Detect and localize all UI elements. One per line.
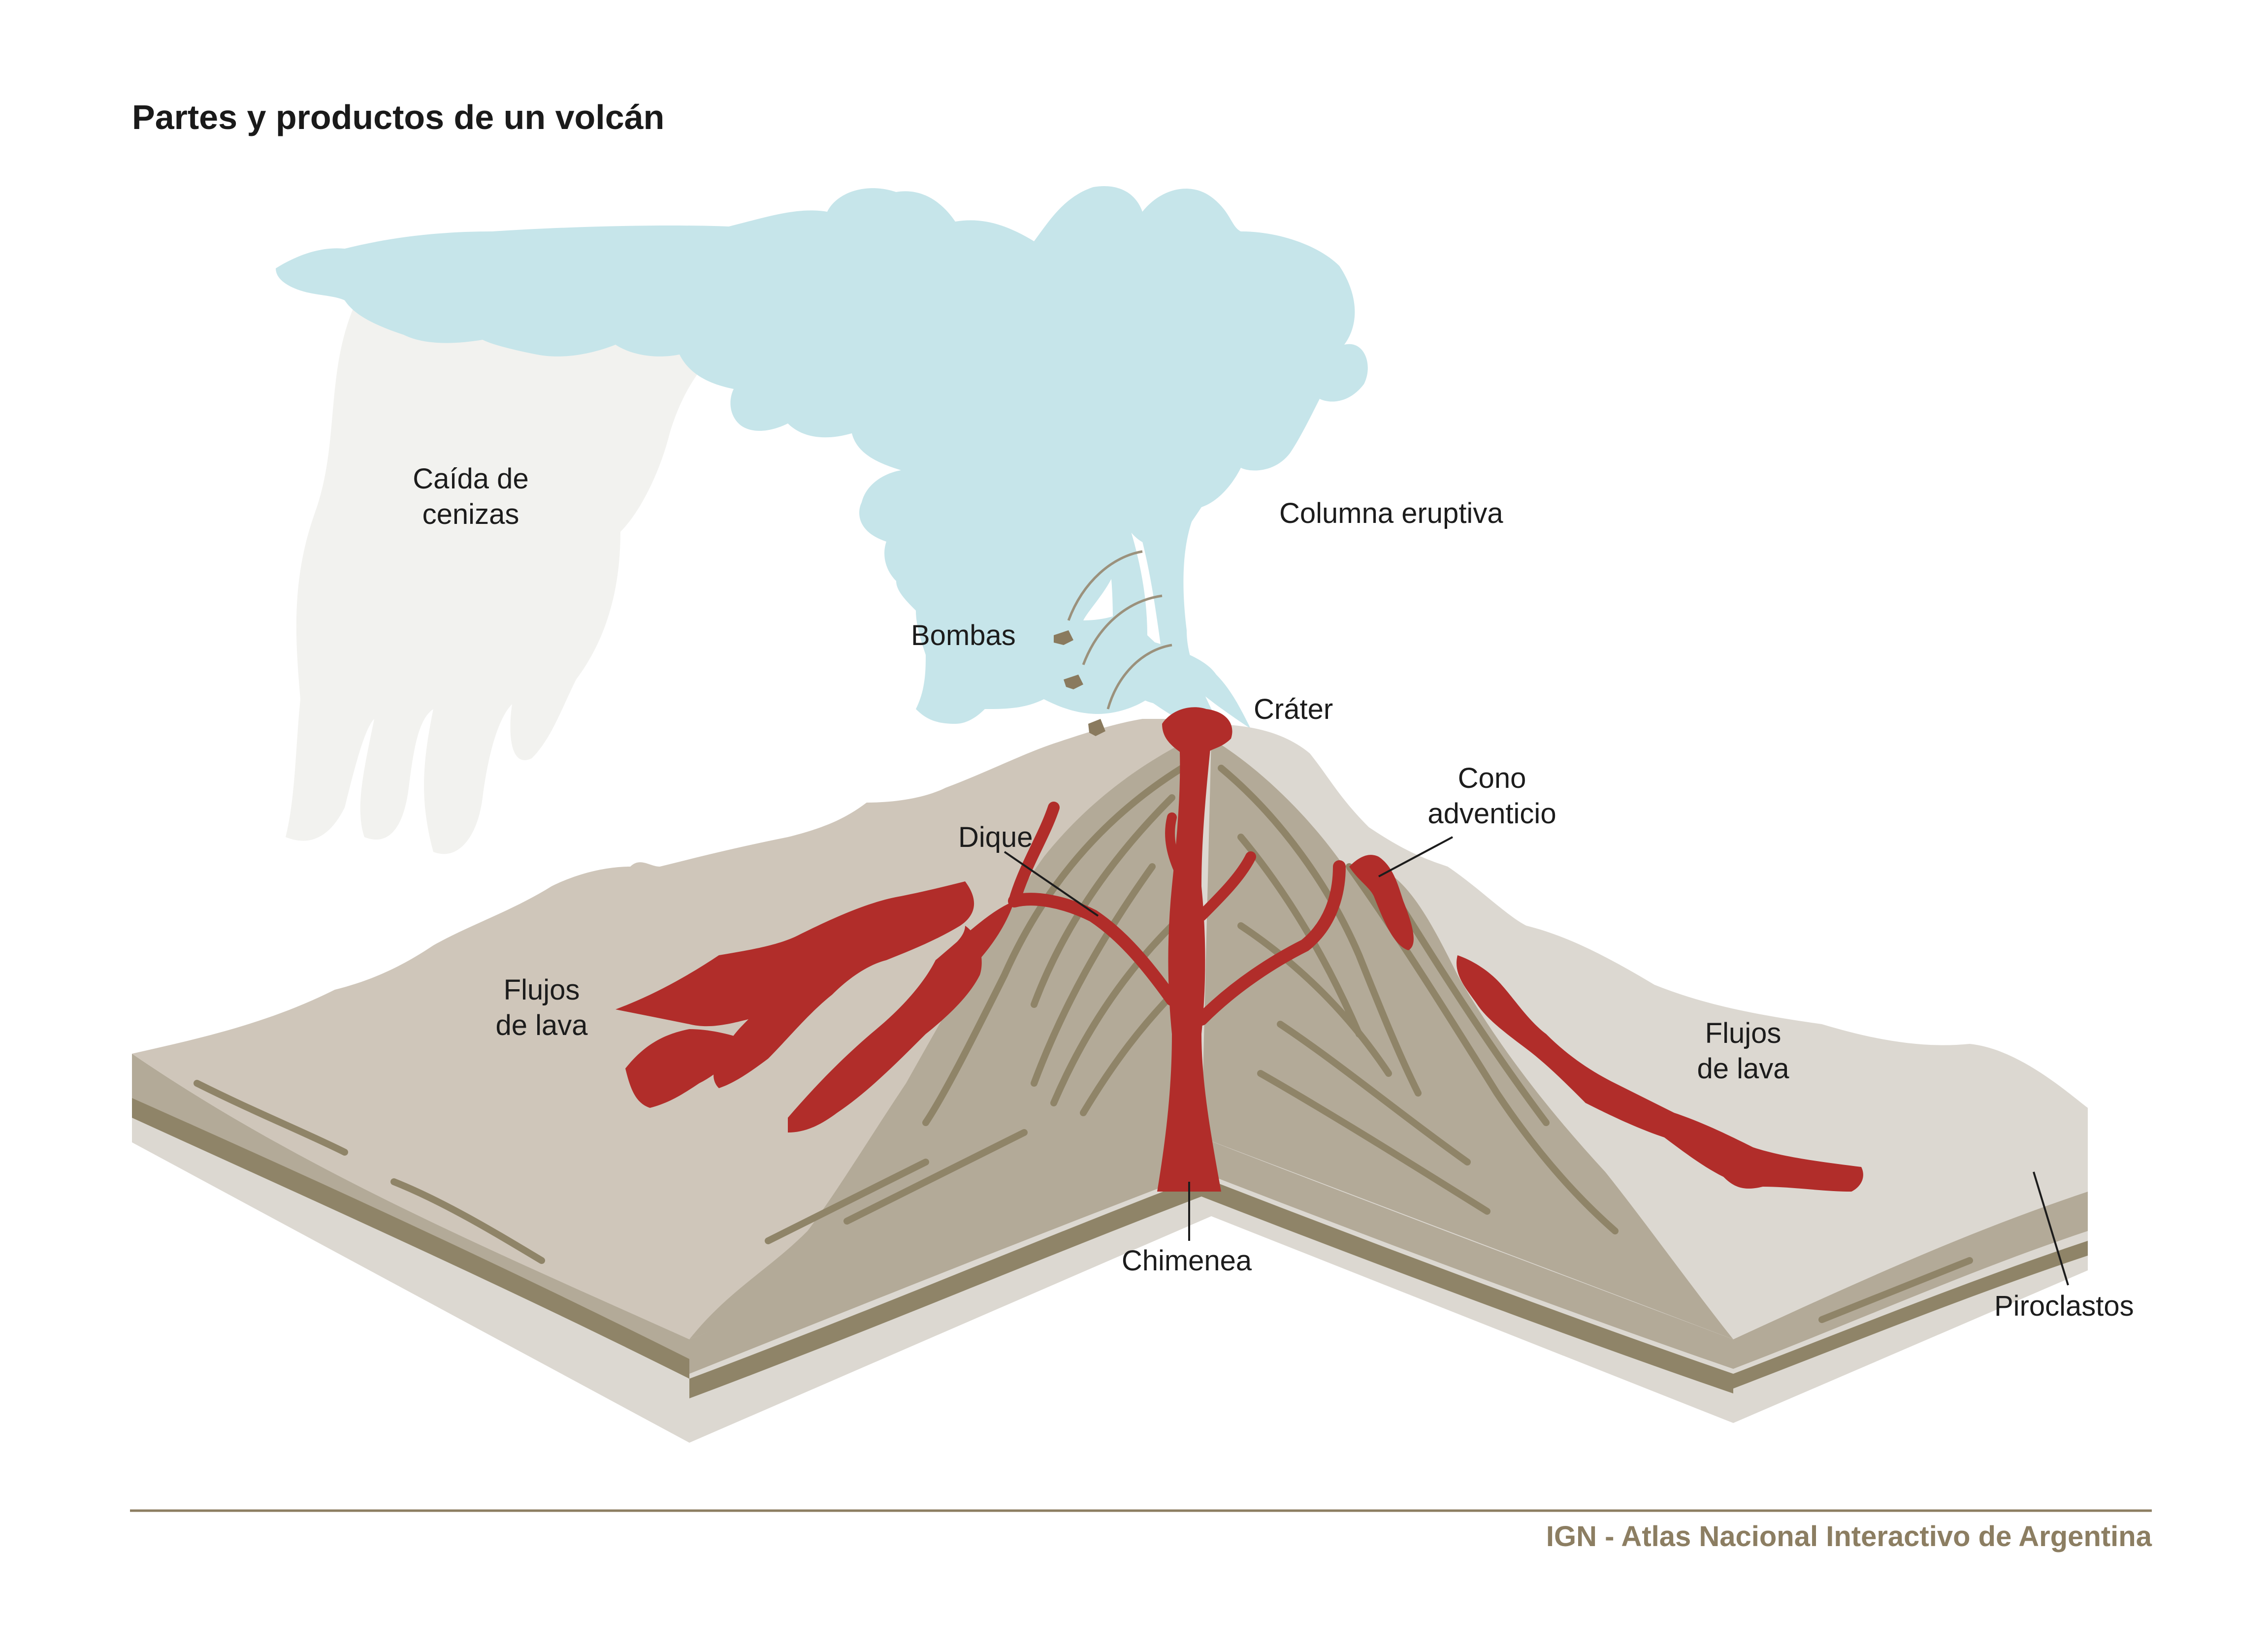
lava-flow-right <box>1457 955 1863 1192</box>
lava-flows-left-label-line-2: de lava <box>495 1009 588 1041</box>
ground-right-front-stripe <box>1733 1241 2088 1389</box>
lava-flow-left-2 <box>625 1029 744 1108</box>
leader-lines <box>1004 836 2069 1286</box>
lava-flows-right-label-line-1: Flujos <box>1705 1017 1782 1049</box>
ash-fall-label-line-2: cenizas <box>422 498 519 530</box>
plume-stem <box>1083 473 1192 705</box>
bomb-trajectory-3 <box>1106 644 1172 710</box>
dike-leader-line <box>1004 851 1099 917</box>
pyroclasts-label: Piroclastos <box>1994 1290 2134 1322</box>
adventitious-cone-label-line-1: Cono <box>1458 762 1526 794</box>
bomb-2 <box>1064 675 1083 689</box>
bombs-label: Bombas <box>911 619 1016 651</box>
ash-fall-curtain <box>286 305 729 854</box>
diagram-title: Partes y productos de un volcán <box>132 98 664 136</box>
conduit-label: Chimenea <box>1122 1245 1252 1277</box>
dike-left-branch <box>1008 893 1178 1006</box>
dike-left-vertical <box>1008 802 1060 907</box>
bombs-group <box>1054 550 1172 736</box>
adventitious-cone-magma <box>1349 855 1414 950</box>
adventitious-cone-label-line-2: adventicio <box>1427 798 1556 830</box>
lava-flow-left-3 <box>788 926 982 1132</box>
adventitious-cone-leader-line <box>1378 836 1453 877</box>
plume-column <box>1103 443 1251 719</box>
ground-right-front-layer <box>1733 1192 2088 1369</box>
conduit-magma <box>1157 739 1221 1192</box>
credit-text: IGN - Atlas Nacional Interactivo de Arge… <box>1546 1521 2152 1553</box>
dike-right-branch <box>1195 860 1346 1026</box>
lava-flows-right-label-line-2: de lava <box>1697 1053 1789 1085</box>
ash-fall-label-line-1: Caída de <box>413 463 528 495</box>
pyroclasts-leader-line <box>2033 1171 2069 1286</box>
eruptive-plume <box>276 186 1368 737</box>
lava-flow-left-1 <box>616 881 974 1088</box>
bomb-trajectory-2 <box>1082 594 1163 665</box>
bomb-trajectory-1 <box>1067 550 1143 621</box>
eruptive-column-label: Columna eruptiva <box>1279 497 1503 529</box>
lava-flows-left-label-line-1: Flujos <box>504 974 580 1006</box>
dike-label: Dique <box>958 821 1033 853</box>
crater-label: Cráter <box>1254 693 1333 725</box>
dike-upper <box>1196 851 1256 921</box>
dike-upper-left <box>1165 812 1187 881</box>
lava-flow-left-4 <box>936 901 1014 975</box>
ground-left-front-stripe <box>132 1098 689 1379</box>
bomb-1 <box>1054 630 1073 645</box>
cone-left <box>689 739 1201 1339</box>
bomb-3 <box>1088 719 1105 736</box>
